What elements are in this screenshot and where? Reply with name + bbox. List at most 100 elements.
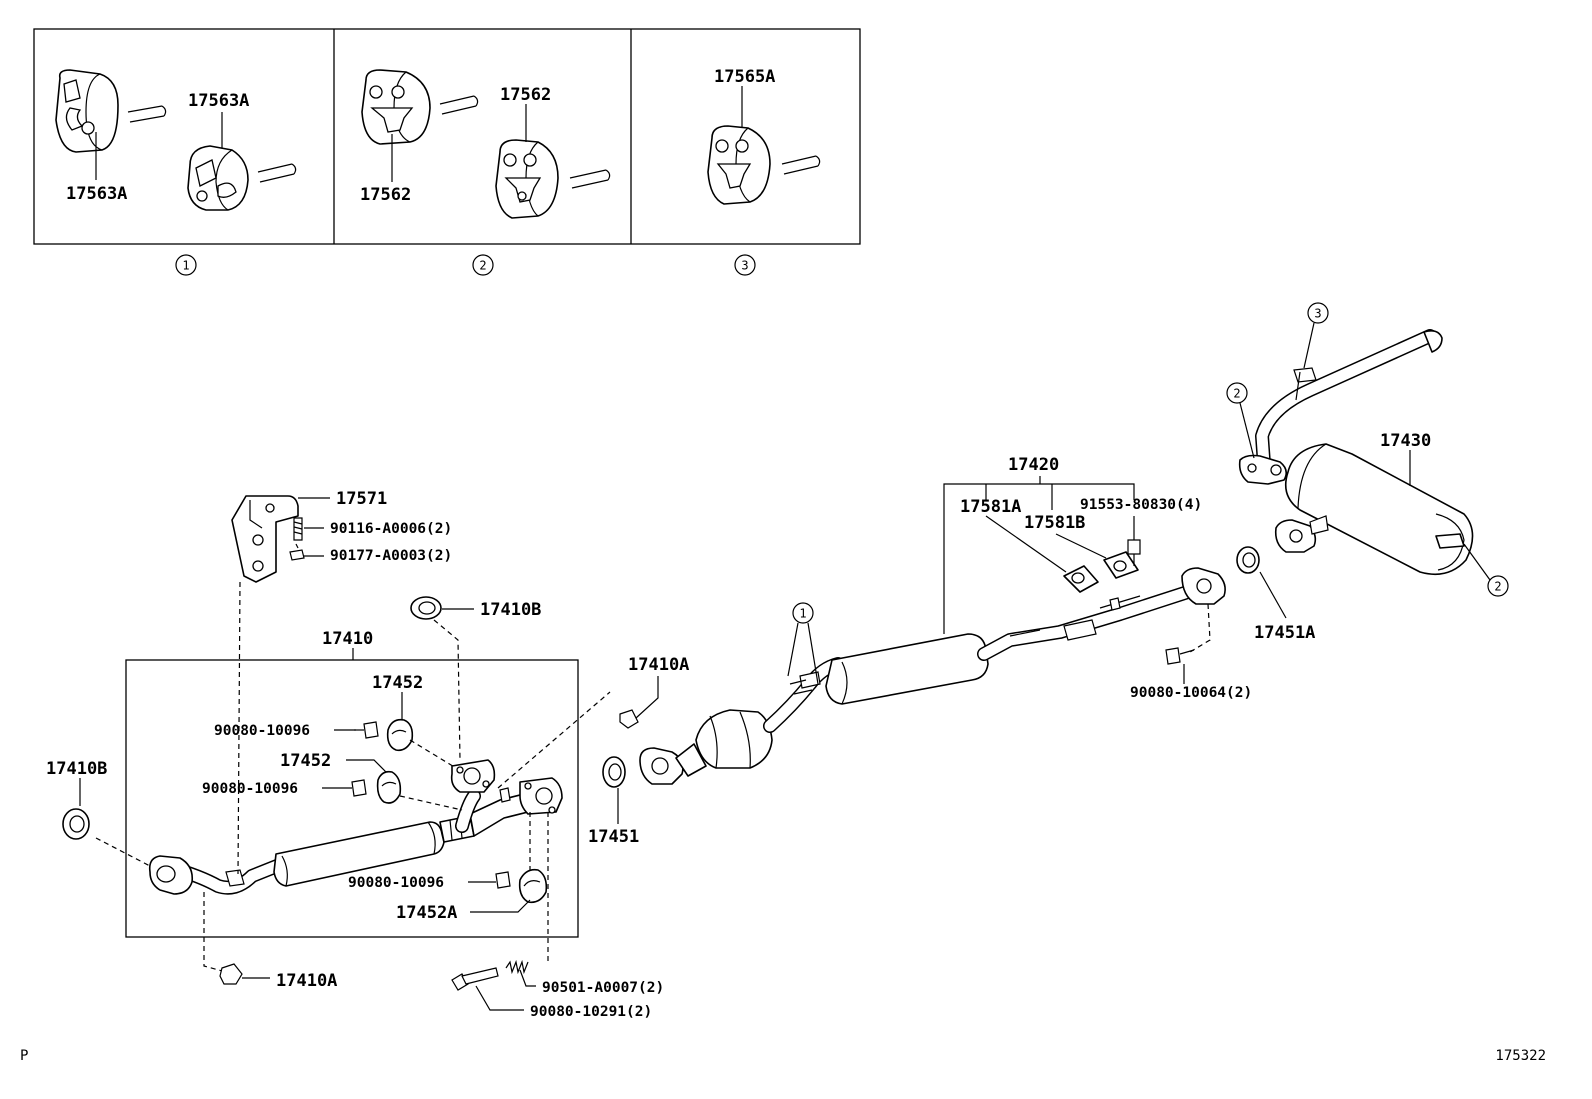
bolt-91553 [1127,539,1141,566]
label-90177: 90177-A0003(2) [330,548,452,564]
diagram-callout-2-top: 2 [1226,382,1248,404]
leader-90501 [519,969,536,987]
label-17420: 17420 [1008,455,1059,475]
dash-clamp-top [409,739,457,769]
gasket-17410B-left [62,808,90,840]
clamp-17581A [1063,565,1099,593]
pin-panel2-a [439,95,479,115]
label-17452-top: 17452 [372,673,423,693]
leader-callout-1 [787,622,819,685]
label-17563A-b: 17563A [66,184,127,204]
label-90080-10291: 90080-10291(2) [530,1004,652,1020]
leader-17410A-right [635,676,659,719]
label-17562-b: 17562 [360,185,411,205]
clamp-17452A [518,868,548,904]
bolt-90080-10096-c [495,871,511,889]
diagram-id: 175322 [1495,1048,1546,1064]
dash-gasket-top [433,619,461,761]
pin-panel1-b [257,163,297,183]
label-17452-mid: 17452 [280,751,331,771]
label-90080-10096-c: 90080-10096 [348,875,444,891]
label-17451A: 17451A [1254,623,1315,643]
nut-90177 [289,549,305,561]
label-17562-a: 17562 [500,85,551,105]
label-17563A-a: 17563A [188,91,249,111]
label-17430: 17430 [1380,431,1431,451]
label-90501: 90501-A0007(2) [542,980,664,996]
clamp-17452-top [386,718,414,752]
hanger-17563A-left [55,69,119,153]
panel-callout-3: 3 [734,254,756,276]
dash-nut-bottom [203,892,227,973]
svg-text:2: 2 [479,259,486,273]
front-pipe [148,759,563,895]
dash-90080-10064 [1189,603,1211,653]
label-90080-10096-a: 90080-10096 [214,723,310,739]
label-91553: 91553-80830(4) [1080,497,1202,513]
leader-17581A [985,515,1067,573]
nut-17410A-bottom [219,963,243,985]
leader-callout-2-top [1239,402,1255,459]
center-pipe-catalyst [639,567,1226,785]
pin-panel1-a [127,105,167,123]
bolt-90080-10096-b [351,779,367,797]
dash-nut-17410A [497,691,611,789]
label-17571: 17571 [336,489,387,509]
dash-bracket-down [237,581,241,875]
hanger-17565A [707,125,771,205]
gasket-17451 [602,756,626,788]
label-17452A: 17452A [396,903,457,923]
center-pipe-brace [943,476,1135,634]
label-17565A: 17565A [714,67,775,87]
svg-text:1: 1 [799,607,806,621]
dash-clamp-mid [399,795,463,811]
bracket-17571 [231,495,299,583]
stud-90116 [293,517,303,541]
inset-frame [33,28,861,245]
svg-text:2: 2 [1233,387,1240,401]
dash-gasket-left [95,837,151,867]
leader-90080-10291 [475,985,524,1011]
label-17581A: 17581A [960,497,1021,517]
nut-17410A-right [619,709,639,729]
bolt-90080-10064 [1165,647,1195,665]
muffler-17430 [1238,329,1474,576]
label-90080-10096-b: 90080-10096 [202,781,298,797]
hanger-17562-right [495,139,559,219]
label-17410A-right: 17410A [628,655,689,675]
gasket-17451A [1236,546,1260,574]
label-17410A-bottom: 17410A [276,971,337,991]
leader-callout-2-right [1463,543,1491,581]
label-90116: 90116-A0006(2) [330,521,452,537]
spring-90501 [505,959,529,975]
brace-17420 [943,483,1135,634]
bolt-90080-10291 [451,967,499,991]
label-90080-10064: 90080-10064(2) [1130,685,1252,701]
label-17581B: 17581B [1024,513,1085,533]
panel-callout-1: 1 [175,254,197,276]
front-pipe-box [125,659,579,938]
diagram-callout-1: 1 [792,602,814,624]
bolt-90080-10096-a [354,721,379,739]
front-pipe-assembly: 17410 17571 90116-A0006(2) 90177-A0003(2… [95,489,611,973]
hanger-inset-panels: 17563A 17563A 17562 17562 [33,28,861,276]
svg-text:1: 1 [182,259,189,273]
hanger-17562-left [361,69,431,145]
corner-code-left: P [20,1048,28,1064]
label-17410: 17410 [322,629,373,649]
label-17410B-left: 17410B [46,759,107,779]
label-17451: 17451 [588,827,639,847]
clamp-17581B [1103,551,1139,579]
svg-text:3: 3 [1314,307,1321,321]
leader-17452-mid [346,759,387,773]
diagram-callout-2-right: 2 [1487,575,1509,597]
clamp-17452-mid [376,770,402,804]
leader-17452A [470,899,531,913]
pin-panel2-b [569,169,611,189]
leader-callout-3 [1303,322,1315,369]
hanger-17563A-right [187,145,249,211]
panel-callout-2: 2 [472,254,494,276]
leader-17581B [1055,533,1107,559]
dash-stud [295,543,299,549]
